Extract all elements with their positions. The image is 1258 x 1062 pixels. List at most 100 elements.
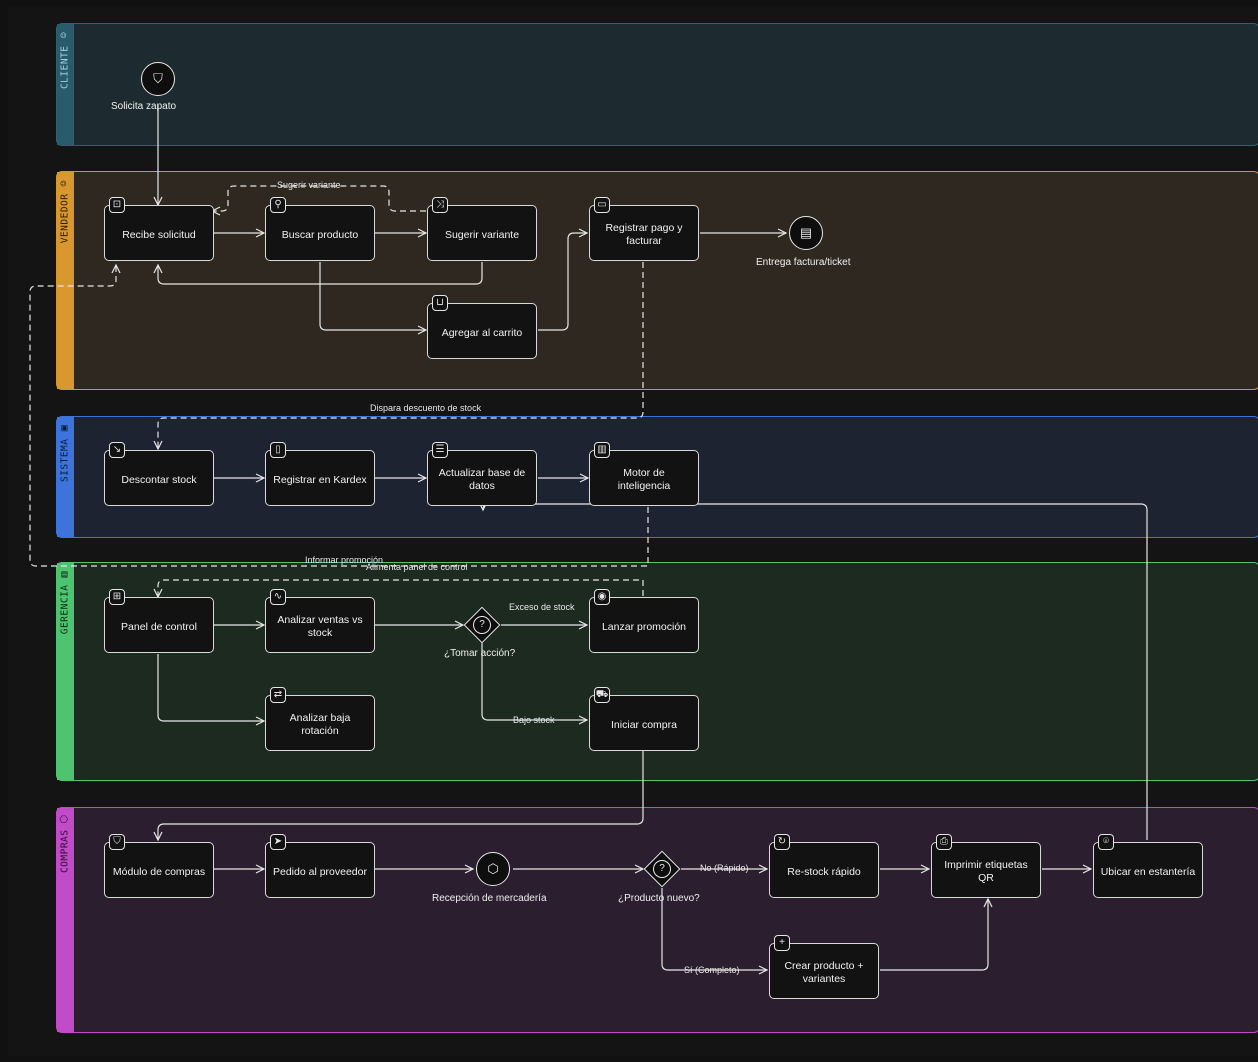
task-label: Sugerir variante: [444, 228, 520, 241]
edge-label: No (Rápido): [700, 863, 749, 873]
edge: [538, 228, 589, 331]
task-label: Imprimir etiquetas QR: [944, 859, 1028, 884]
edge: [880, 897, 993, 971]
refresh-icon: ↻: [774, 834, 790, 850]
trending-down-icon: ↘: [109, 442, 125, 458]
cart-icon: ⊔: [432, 295, 448, 311]
shopping-bag-icon: ⛉: [153, 71, 163, 86]
printer-icon: ⎙: [936, 834, 952, 850]
task-sugerir-variante[interactable]: ⤨ Sugerir variante: [427, 197, 537, 261]
lane-cliente: CLIENTE☺: [56, 23, 1258, 146]
task-label: Crear producto + variantes: [784, 960, 864, 985]
task-analizar-ventas[interactable]: ∿ Analizar ventas vs stock: [265, 589, 375, 653]
start-event[interactable]: ⛉: [141, 62, 175, 96]
credit-card-icon: ▭: [594, 197, 610, 213]
edge: [319, 262, 428, 335]
task-lanzar-promocion[interactable]: ◉ Lanzar promoción: [589, 589, 699, 653]
question-icon: ?: [653, 860, 671, 878]
send-icon: ➤: [270, 834, 286, 850]
lane-header: SISTEMA▣: [57, 417, 74, 537]
inbox-icon: ⊡: [109, 197, 125, 213]
task-pedido-proveedor[interactable]: ➤ Pedido al proveedor: [265, 834, 375, 898]
document-icon: ▤: [799, 225, 813, 240]
bar-chart-icon: ▥: [594, 442, 610, 458]
edge: [153, 579, 644, 599]
task-label: Módulo de compras: [112, 865, 206, 878]
database-icon: ☰: [432, 442, 448, 458]
task-label: Analizar baja rotación: [289, 712, 351, 737]
search-icon: ⚲: [270, 197, 286, 213]
task-restock[interactable]: ↻ Re-stock rápido: [769, 834, 879, 898]
plus-square-icon: +: [774, 935, 790, 951]
task-label: Descontar stock: [121, 473, 197, 486]
lane-header: CLIENTE☺: [57, 24, 74, 145]
edge: [157, 654, 266, 726]
task-ubicar[interactable]: ⌾ Ubicar en estantería: [1093, 834, 1203, 898]
task-registrar-kardex[interactable]: ▯ Registrar en Kardex: [265, 442, 375, 506]
edge-label: Sugerir variante: [277, 180, 341, 190]
task-label: Analizar ventas vs stock: [277, 614, 363, 639]
task-label: Re-stock rápido: [787, 865, 861, 878]
repeat-icon: ⇄: [270, 687, 286, 703]
edge-label: Dispara descuento de stock: [370, 403, 482, 413]
question-icon: ?: [473, 616, 491, 634]
event-label: Recepción de mercadería: [432, 893, 547, 904]
task-motor-inteligencia[interactable]: ▥ Motor de inteligencia: [589, 442, 699, 506]
task-agregar-carrito[interactable]: ⊔ Agregar al carrito: [427, 295, 537, 359]
event-label: Entrega factura/ticket: [756, 257, 851, 268]
speaker-icon: ◉: [594, 589, 610, 605]
task-label: Registrar en Kardex: [273, 473, 367, 486]
gateway-label: ¿Tomar acción?: [444, 648, 516, 659]
task-actualizar-bd[interactable]: ☰ Actualizar base de datos: [427, 442, 537, 506]
task-recibe-solicitud[interactable]: ⊡ Recibe solicitud: [104, 197, 214, 261]
task-crear-producto[interactable]: + Crear producto + variantes: [769, 935, 879, 999]
event-label: Solicita zapato: [111, 101, 177, 112]
edge: [153, 262, 644, 451]
lane-header: COMPRAS⬡: [57, 808, 74, 1032]
end-event[interactable]: ▤: [789, 216, 823, 250]
layout-icon: ⊞: [109, 589, 125, 605]
edge-label: Sí (Completo): [684, 965, 740, 975]
task-label: Lanzar promoción: [601, 620, 687, 633]
task-label: Motor de inteligencia: [617, 467, 671, 492]
task-label: Iniciar compra: [611, 718, 677, 731]
intermediate-event[interactable]: ⬡: [476, 852, 510, 886]
truck-icon: ⛟: [594, 687, 610, 703]
shopping-bag-icon: ⛉: [109, 834, 125, 850]
task-label: Recibe solicitud: [122, 228, 196, 241]
task-label: Pedido al proveedor: [273, 865, 367, 878]
task-label: Buscar producto: [281, 228, 359, 241]
task-label: Registrar pago y facturar: [605, 222, 683, 247]
package-icon: ⬡: [487, 861, 499, 876]
task-label: Panel de control: [121, 620, 197, 633]
task-iniciar-compra[interactable]: ⛟ Iniciar compra: [589, 687, 699, 751]
shuffle-icon: ⤨: [432, 197, 448, 213]
activity-icon: ∿: [270, 589, 286, 605]
edge: [478, 501, 1148, 840]
edge: [481, 643, 589, 725]
task-registrar-pago[interactable]: ▭ Registrar pago y facturar: [589, 197, 699, 261]
edge: [29, 263, 649, 567]
file-icon: ▯: [270, 442, 286, 458]
task-label: Ubicar en estantería: [1100, 865, 1196, 878]
edge: [153, 750, 644, 842]
task-label: Agregar al carrito: [441, 326, 523, 339]
edge-label: Alimenta panel de control: [366, 562, 468, 572]
task-panel-control[interactable]: ⊞ Panel de control: [104, 589, 214, 653]
task-analizar-baja[interactable]: ⇄ Analizar baja rotación: [265, 687, 375, 751]
edge-label: Exceso de stock: [509, 602, 575, 612]
map-pin-icon: ⌾: [1098, 834, 1114, 850]
gateway-label: ¿Producto nuevo?: [618, 893, 700, 904]
task-label: Actualizar base de datos: [438, 467, 526, 492]
task-modulo-compras[interactable]: ⛉ Módulo de compras: [104, 834, 214, 898]
lane-header: GERENCIA▥: [57, 563, 74, 780]
lane-compras: COMPRAS⬡: [56, 807, 1258, 1033]
task-descontar-stock[interactable]: ↘ Descontar stock: [104, 442, 214, 506]
task-imprimir-qr[interactable]: ⎙ Imprimir etiquetas QR: [931, 834, 1041, 898]
task-buscar-producto[interactable]: ⚲ Buscar producto: [265, 197, 375, 261]
lane-header: VENDEDOR☺: [57, 172, 74, 389]
edge-label: Bajo stock: [513, 715, 555, 725]
edge: [661, 888, 769, 975]
